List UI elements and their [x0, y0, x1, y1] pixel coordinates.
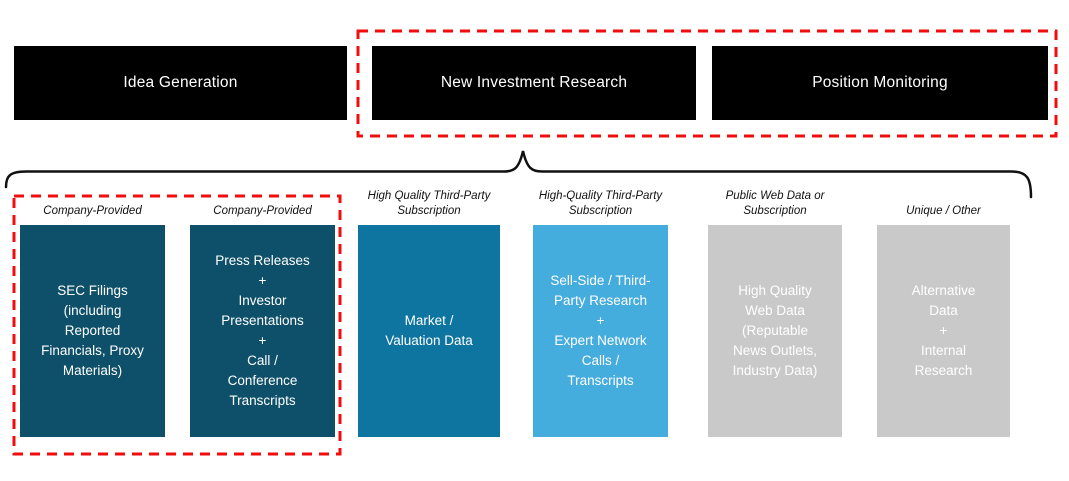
stage-box-new-investment-research: New Investment Research	[372, 46, 696, 120]
stage-label: New Investment Research	[440, 74, 628, 91]
data-box-high-quality-web-data: High Quality Web Data (Reputable News Ou…	[708, 225, 842, 437]
column-header-third-party-subscription-2: High-Quality Third-Party Subscription	[538, 190, 663, 217]
stage-box-idea-generation: Idea Generation	[14, 46, 347, 120]
column-header-third-party-subscription-1: High Quality Third-Party Subscription	[367, 190, 491, 217]
data-box-sell-side-research: Sell-Side / Third- Party Research + Expe…	[533, 225, 668, 437]
data-box-press-releases: Press Releases + Investor Presentations …	[190, 225, 335, 437]
stage-label: Position Monitoring	[812, 74, 948, 91]
stage-label: Idea Generation	[123, 74, 238, 91]
column-header-company-provided-1: Company-Provided	[43, 205, 142, 217]
column-header-unique-other: Unique / Other	[906, 205, 981, 217]
data-box-market-valuation-data: Market / Valuation Data	[358, 225, 500, 437]
column-header-company-provided-2: Company-Provided	[213, 205, 312, 217]
column-header-public-web-data: Public Web Data or Subscription	[725, 190, 825, 217]
data-box-sec-filings: SEC Filings (including Reported Financia…	[20, 225, 165, 437]
stage-box-position-monitoring: Position Monitoring	[712, 46, 1048, 120]
data-box-alternative-data: Alternative Data + Internal Research	[877, 225, 1010, 437]
